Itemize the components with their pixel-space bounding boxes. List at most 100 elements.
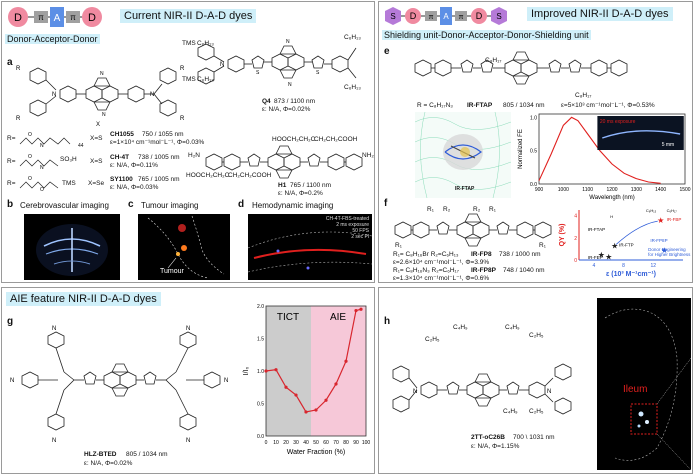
section-title-improved: Improved NIR-II D-A-D dyes [527,7,673,21]
structure-hlz-bted: N N N N N N [10,326,228,444]
label-d: d [238,199,245,210]
aie-label: AIE [330,312,346,323]
ch4t-eps: ε: N/A, Φ=0.11% [110,162,158,169]
section-title-aie: AIE feature NIR-II D-A-D dyes [6,292,161,306]
label-a: a [7,57,13,68]
fp8p-r-def: R₁= C₈H₁₆N₃ R₂=C₆H₁₇ [393,267,459,274]
ileum-label: Ileum [623,384,648,395]
svg-text:N: N [220,62,224,68]
aie-ytick-1: 0.5 [257,402,264,408]
aie-xtick-5: 50 [313,440,319,446]
spec-xtick-4: 1300 [631,187,642,193]
aie-ytick-3: 1.5 [257,337,264,343]
donor-circle-left [8,7,28,27]
legend-d1: D [14,12,22,24]
label-h: h [384,316,391,327]
qy-label-fp8p: IR-FP8P [650,238,667,243]
legend-a: A [54,13,61,24]
aie-region [311,306,366,436]
pi-left [425,11,437,21]
sdads-legend: S D π A π D S [385,7,507,25]
spec-series-line [538,116,661,184]
r-prefix: R= [7,135,16,142]
ch1055-wave: 750 / 1055 nm [142,131,184,138]
r-group-peg: ON [19,132,71,148]
fp8-wave: 738 / 1000 nm [499,251,541,258]
tumour-title: Tumour imaging [141,201,199,210]
r-prefix-2: R= [7,158,16,165]
q4-c6h13-4: C₆H₁₃ [344,84,361,91]
fp8p-name: IR-FP8P [471,267,496,274]
svg-text:O: O [28,176,32,182]
qy-point-1: ★ [605,253,612,262]
svg-text:N: N [224,378,228,384]
ftap-wave: 805 / 1034 nm [503,102,545,109]
spec-xtick-3: 1200 [606,187,617,193]
qy-point-3: ★ [661,246,668,255]
panel-improved-dyes: S D π A π D S Improved NIR-II D-A-D dyes… [378,1,693,283]
panel-2tt: h N N C₄H₉ C₂H₅ C₄H₉ C₂H₅ C₄H₉ C₂H₅ [378,287,693,474]
x-se: X=Se [88,180,105,187]
tict-region [266,306,311,436]
panel-aie-dyes: AIE feature NIR-II D-A-D dyes g [1,287,375,474]
ftap-c8h17-1: C₈H₁₇ [485,57,502,64]
ftap-name: IR-FTAP [467,102,493,109]
legend-caption: Donor-Acceptor-Donor [5,34,100,44]
q4-name: Q4 [262,98,271,105]
spec-ytick-2: 1.0 [530,115,537,121]
svg-text:N: N [100,71,104,77]
aie-ytick-2: 1.0 [257,369,264,375]
aie-xtick-0: 0 [265,440,268,446]
qy-h: H [610,214,613,219]
legend-d2: D [88,12,96,24]
svg-text:N: N [52,326,56,332]
spec-ytick-0: 0.0 [530,182,537,188]
h1-name: H1 [278,182,287,189]
x-s-1: X=S [90,135,103,142]
hemo-note-1: CH-4T-FBS-treated [325,216,369,222]
r-prefix-3: R= [7,180,16,187]
ftap-sim-label: IR-FTAP [455,186,475,192]
qy-note-2: for Higher Brightness [648,252,691,257]
ftap-c8h17-2: C₈H₁₇ [575,92,592,99]
aie-xtick-6: 60 [323,440,329,446]
q4-c6h13-2: C₆H₁₃ [197,76,214,83]
legend-s2: S [496,12,501,21]
aie-xtick-4: 40 [303,440,309,446]
hemo-note-3: 50 FPS [352,228,369,234]
2tt-name: 2TT-oC26B [471,434,505,441]
spec-ylabel: Normalized FE [518,129,524,169]
ch4t-name: CH-4T [110,154,130,161]
qy-point-4: ★ [657,216,664,225]
aie-point-6 [324,398,328,402]
legend-pi2-r: π [459,14,464,21]
2tt-eps: ε: N/A, Φ=1.15% [471,443,520,450]
svg-text:O: O [28,154,32,160]
svg-text:N: N [150,92,154,98]
svg-text:N: N [40,165,44,170]
aie-point-4 [304,410,308,414]
spec-xlabel: Wavelength (nm) [589,195,634,201]
r-group-so3h: ON [19,154,59,170]
ftap-eps: ε=5×10³ cm⁻¹mol⁻L⁻¹, Φ=0.53% [561,102,655,109]
legend-d2-r: D [476,11,483,21]
structure-ir-ftap [414,51,628,85]
legend-pi2: π [70,13,76,22]
pi-bridge-right [66,11,80,23]
tms-chain-label: TMS [62,180,76,187]
acceptor-block [50,7,64,27]
section-title-improved-text: Improved NIR-II D-A-D dyes [527,7,673,21]
aie-ylabel: I/I₀ [243,367,250,376]
aie-ytick-4: 2.0 [257,304,264,310]
aie-point-10 [359,307,363,311]
aie-point-0 [264,369,268,373]
hlz-wave: 805 / 1034 nm [126,451,168,458]
svg-text:N: N [102,112,106,118]
tumour-image: Tumour [138,214,230,280]
fp8-r1d: R₁ [539,242,546,249]
donor-right [471,8,487,24]
structure-ir-fp8 [394,213,552,247]
hlz-name: HLZ-BTED [84,451,117,458]
qy-label-fep: IR-FEP [588,255,603,260]
